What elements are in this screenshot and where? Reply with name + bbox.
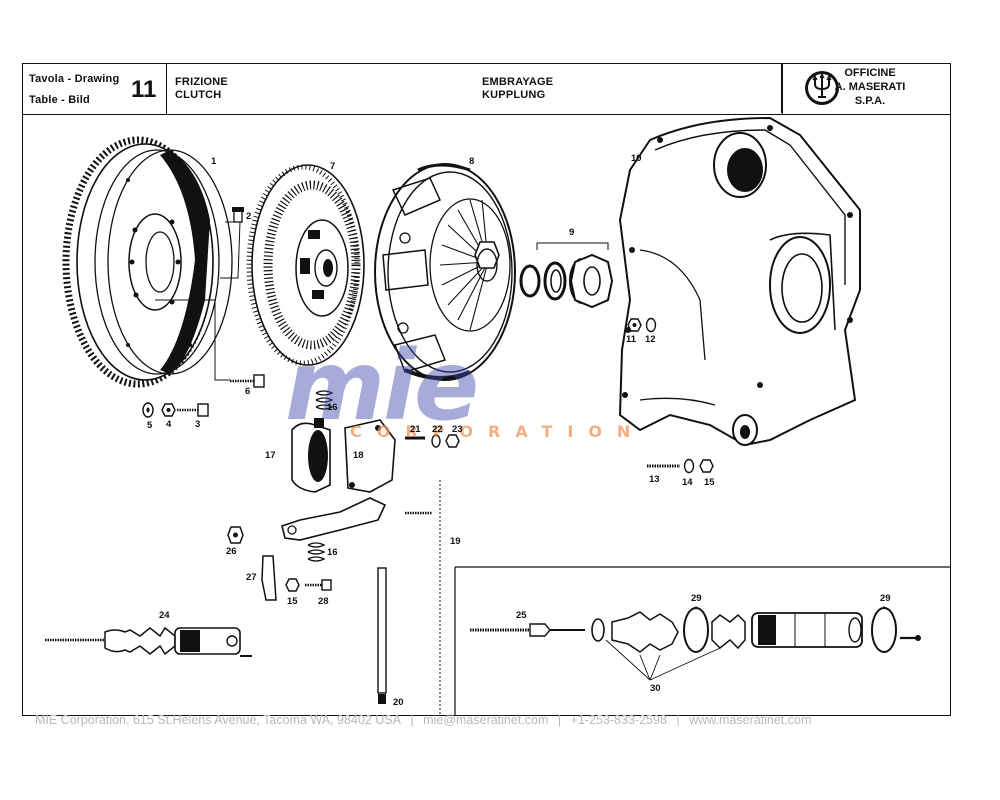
callout-4: 4 (166, 419, 172, 430)
watermark-logo: mie (285, 330, 479, 442)
callout-18: 18 (353, 450, 364, 461)
callout-5: 5 (147, 420, 153, 431)
callout-19: 19 (450, 536, 461, 547)
callout-17: 17 (265, 450, 276, 461)
callout-24: 24 (159, 610, 170, 621)
footer-separator: | (410, 713, 414, 727)
callout-29: 29 (691, 593, 702, 604)
callout-10: 10 (631, 153, 642, 164)
callout-29b: 29 (880, 593, 891, 604)
callout-30: 30 (650, 683, 661, 694)
callout-16b: 16 (327, 547, 338, 558)
footer-phone: +1-253-833-2598 (570, 713, 667, 727)
callout-1: 1 (211, 156, 217, 167)
callout-2: 2 (246, 211, 252, 222)
callout-9: 9 (569, 227, 575, 238)
callout-20: 20 (393, 697, 404, 708)
callout-16: 16 (327, 402, 338, 413)
title-italian: FRIZIONE (175, 76, 228, 88)
footer: MIE Corporation. 615 St.Helens Avenue, T… (35, 713, 817, 727)
drawing-sheet: Tavola - Drawing Table - Bild 11 FRIZION… (22, 63, 951, 716)
callout-7: 7 (330, 161, 336, 172)
drawing-label: Tavola - Drawing (29, 73, 120, 85)
footer-website-link[interactable]: www.maseratinet.com (689, 713, 812, 727)
callout-3: 3 (195, 419, 201, 430)
callout-15: 15 (704, 477, 715, 488)
callout-25: 25 (516, 610, 527, 621)
title-cell: FRIZIONE CLUTCH EMBRAYAGE KUPPLUNG (167, 64, 783, 114)
header-divider (781, 63, 783, 113)
callout-15b: 15 (287, 596, 298, 607)
callout-28: 28 (318, 596, 329, 607)
title-block: Tavola - Drawing Table - Bild 11 FRIZION… (23, 64, 950, 115)
drawing-number-cell: Tavola - Drawing Table - Bild 11 (23, 64, 167, 114)
title-german: KUPPLUNG (482, 89, 546, 101)
callout-13: 13 (649, 474, 660, 485)
maker-line-2: A. MASERATI (834, 81, 906, 93)
footer-separator: | (676, 713, 680, 727)
callout-8: 8 (469, 156, 475, 167)
callout-6: 6 (245, 386, 251, 397)
footer-separator: | (557, 713, 562, 727)
callout-11: 11 (626, 334, 637, 345)
callout-12: 12 (645, 334, 656, 345)
callout-26: 26 (226, 546, 237, 557)
callout-27: 27 (246, 572, 257, 583)
callout-22: 22 (432, 424, 443, 435)
watermark: mie CORPORATION (285, 330, 705, 450)
footer-email-link[interactable]: mie@maseratinet.com (423, 713, 549, 727)
maker-line-1: OFFICINE (844, 67, 896, 79)
footer-address: MIE Corporation. 615 St.Helens Avenue, T… (35, 713, 401, 727)
title-english: CLUTCH (175, 89, 222, 101)
callout-21: 21 (410, 424, 421, 435)
callout-23: 23 (452, 424, 463, 435)
title-french: EMBRAYAGE (482, 76, 554, 88)
table-number: 11 (131, 76, 157, 103)
table-label: Table - Bild (29, 94, 90, 106)
maker-line-3: S.P.A. (854, 95, 886, 107)
callout-14: 14 (682, 477, 693, 488)
watermark-subtitle: CORPORATION (350, 422, 646, 441)
